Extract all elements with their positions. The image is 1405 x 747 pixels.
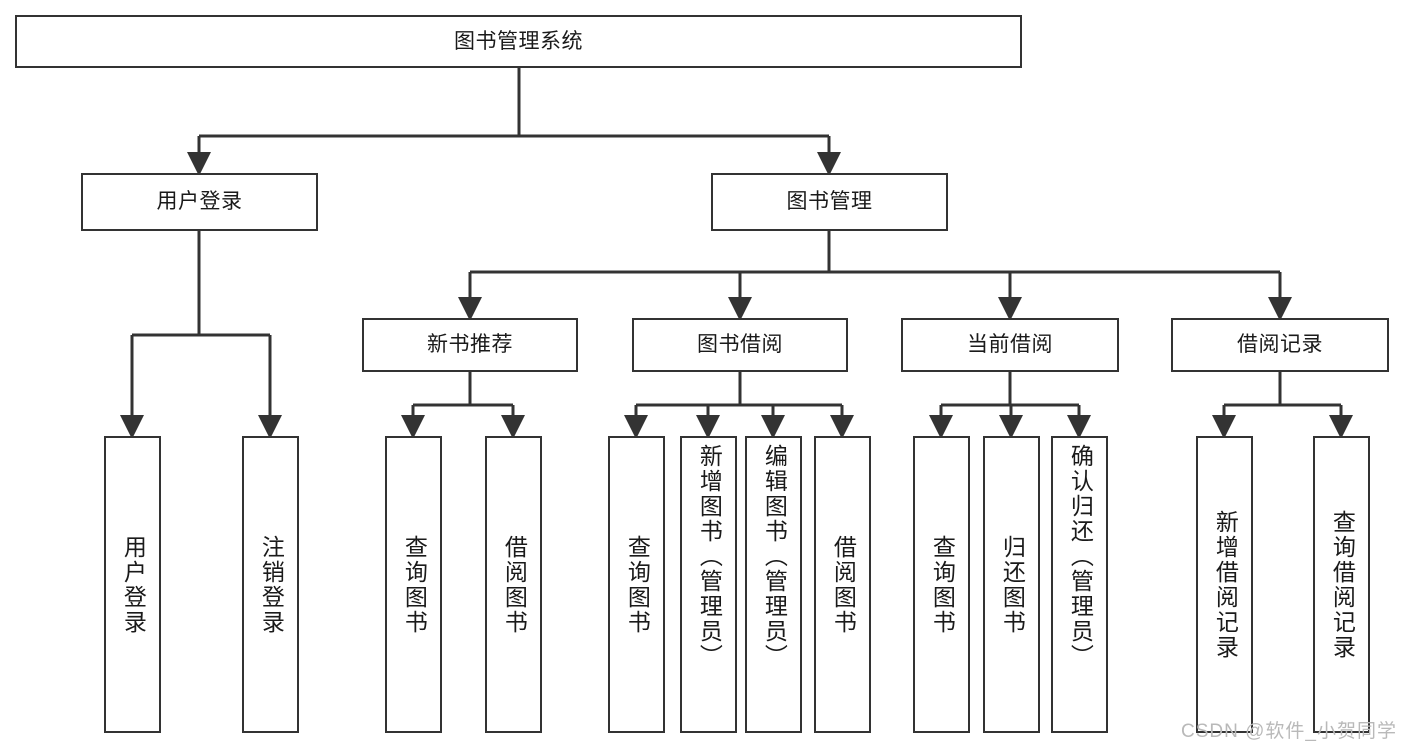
node-label: 编辑图书（管理员） bbox=[761, 444, 788, 669]
node-level2-3[interactable]: 当前借阅 bbox=[901, 318, 1119, 372]
node-leaf-11[interactable]: 确认归还（管理员） bbox=[1051, 436, 1108, 733]
node-leaf-1[interactable]: 用户登录 bbox=[104, 436, 161, 733]
csdn-watermark: CSDN @软件_小贺同学 bbox=[1181, 721, 1397, 742]
node-leaf-10[interactable]: 归还图书 bbox=[983, 436, 1040, 733]
node-leaf-6[interactable]: 新增图书（管理员） bbox=[680, 436, 737, 733]
node-leaf-13[interactable]: 查询借阅记录 bbox=[1313, 436, 1370, 733]
node-label: 新增借阅记录 bbox=[1212, 509, 1239, 660]
node-label: 归还图书 bbox=[999, 534, 1026, 635]
node-label: 借阅图书 bbox=[501, 534, 528, 635]
node-leaf-7[interactable]: 编辑图书（管理员） bbox=[745, 436, 802, 733]
node-label: 借阅图书 bbox=[830, 534, 857, 635]
node-level1-1[interactable]: 用户登录 bbox=[81, 173, 318, 231]
node-label: 查询借阅记录 bbox=[1329, 509, 1356, 660]
node-level2-1[interactable]: 新书推荐 bbox=[362, 318, 578, 372]
node-label: 图书管理 bbox=[786, 190, 873, 214]
node-level2-2[interactable]: 图书借阅 bbox=[632, 318, 848, 372]
node-label: 确认归还（管理员） bbox=[1067, 444, 1094, 669]
node-label: 借阅记录 bbox=[1237, 333, 1323, 357]
node-leaf-12[interactable]: 新增借阅记录 bbox=[1196, 436, 1253, 733]
node-label: 新书推荐 bbox=[427, 333, 513, 357]
node-label: 用户登录 bbox=[156, 190, 243, 214]
node-label: 图书借阅 bbox=[697, 333, 783, 357]
node-root-system[interactable]: 图书管理系统 bbox=[15, 15, 1022, 68]
node-label: 注销登录 bbox=[258, 534, 285, 635]
node-label: 当前借阅 bbox=[967, 333, 1053, 357]
node-leaf-5[interactable]: 查询图书 bbox=[608, 436, 665, 733]
node-label: 新增图书（管理员） bbox=[696, 444, 723, 669]
node-label: 图书管理系统 bbox=[454, 29, 583, 53]
node-label: 查询图书 bbox=[929, 534, 956, 635]
node-label: 查询图书 bbox=[624, 534, 651, 635]
node-leaf-4[interactable]: 借阅图书 bbox=[485, 436, 542, 733]
node-leaf-3[interactable]: 查询图书 bbox=[385, 436, 442, 733]
node-leaf-2[interactable]: 注销登录 bbox=[242, 436, 299, 733]
node-leaf-9[interactable]: 查询图书 bbox=[913, 436, 970, 733]
node-leaf-8[interactable]: 借阅图书 bbox=[814, 436, 871, 733]
node-level2-4[interactable]: 借阅记录 bbox=[1171, 318, 1389, 372]
node-level1-2[interactable]: 图书管理 bbox=[711, 173, 948, 231]
node-label: 查询图书 bbox=[401, 534, 428, 635]
node-label: 用户登录 bbox=[120, 534, 147, 635]
